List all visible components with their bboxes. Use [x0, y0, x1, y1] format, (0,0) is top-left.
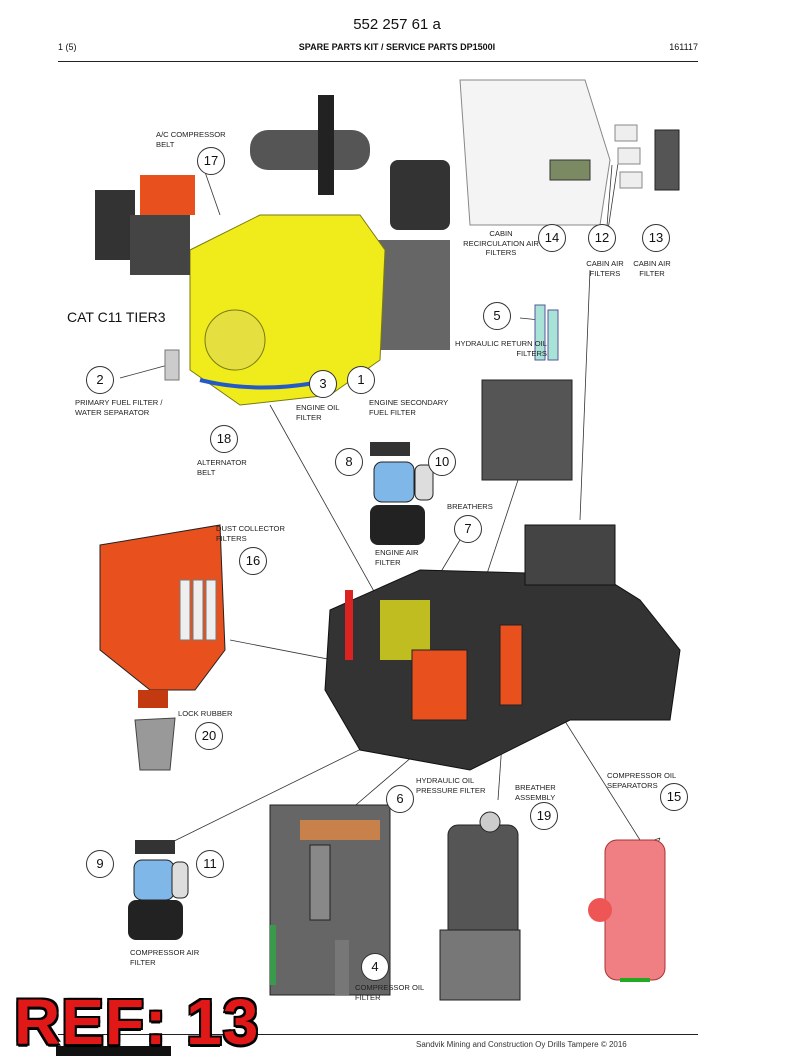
- callout-7: 7: [454, 515, 482, 543]
- cabin-drawing: [459, 79, 680, 226]
- label-hydraulic-pressure-filter: HYDRAULIC OIL PRESSURE FILTER: [416, 776, 486, 795]
- label-engine-oil-filter: ENGINE OIL FILTER: [296, 403, 340, 422]
- hydraulic-return-filters-drawing: [481, 304, 573, 481]
- compressor-air-filter-drawing: [128, 840, 189, 940]
- label-engine-secondary-fuel: ENGINE SECONDARY FUEL FILTER: [369, 398, 449, 417]
- breather-tank-drawing: [439, 811, 521, 1001]
- callout-16: 16: [239, 547, 267, 575]
- callout-9: 9: [86, 850, 114, 878]
- callout-5: 5: [483, 302, 511, 330]
- engine-drawing: [95, 95, 450, 406]
- callout-10: 10: [428, 448, 456, 476]
- label-dust-collector: DUST COLLECTOR FILTERS: [216, 524, 285, 543]
- footer-copyright: Sandvik Mining and Construction Oy Drill…: [416, 1040, 627, 1049]
- ref-stamp: REF: 13: [14, 986, 260, 1058]
- callout-17: 17: [197, 147, 225, 175]
- model-label: CAT C11 TIER3: [67, 309, 166, 325]
- label-breathers: BREATHERS: [447, 502, 493, 511]
- callout-19: 19: [530, 802, 558, 830]
- page-indicator: 1 (5): [58, 42, 77, 52]
- callout-11: 11: [196, 850, 224, 878]
- callout-20: 20: [195, 722, 223, 750]
- label-primary-fuel-filter: PRIMARY FUEL FILTER / WATER SEPARATOR: [75, 398, 163, 417]
- label-cabin-recirculation: CABIN RECIRCULATION AIR FILTERS: [463, 229, 539, 257]
- callout-2: 2: [86, 366, 114, 394]
- engine-air-filter-drawing: [370, 442, 434, 545]
- callout-6: 6: [386, 785, 414, 813]
- document-number: 552 257 61 a: [353, 16, 441, 33]
- label-engine-air-filter: ENGINE AIR FILTER: [375, 548, 419, 567]
- label-cabin-air-filter: CABIN AIR FILTER: [633, 259, 671, 278]
- page-title: SPARE PARTS KIT / SERVICE PARTS DP1500I: [298, 42, 496, 52]
- callout-1: 1: [347, 366, 375, 394]
- label-compressor-air-filter: COMPRESSOR AIR FILTER: [130, 948, 200, 967]
- label-compressor-oil-separators: COMPRESSOR OIL SEPARATORS: [607, 771, 676, 790]
- callout-3: 3: [309, 370, 337, 398]
- callout-18: 18: [210, 425, 238, 453]
- callout-8: 8: [335, 448, 363, 476]
- label-alternator-belt: ALTERNATOR BELT: [197, 458, 247, 477]
- label-cabin-air-filters: CABIN AIR FILTERS: [586, 259, 624, 278]
- dust-collector-drawing: [99, 524, 226, 708]
- sandvik-logo: [56, 1046, 171, 1056]
- footer-divider: [58, 1034, 698, 1035]
- callout-4: 4: [361, 953, 389, 981]
- header-divider: [58, 61, 698, 62]
- compressor-oil-separator-drawing: [588, 839, 666, 982]
- document-code: 161117: [669, 42, 698, 52]
- lock-rubber-drawing: [134, 717, 176, 771]
- callout-12: 12: [588, 224, 616, 252]
- label-compressor-oil-filter: COMPRESSOR OIL FILTER: [355, 983, 424, 1002]
- label-breather-assembly: BREATHER ASSEMBLY: [515, 783, 556, 802]
- callout-13: 13: [642, 224, 670, 252]
- label-ac-compressor-belt: A/C COMPRESSOR BELT: [156, 130, 226, 149]
- label-hydraulic-return: HYDRAULIC RETURN OIL FILTERS: [455, 339, 547, 358]
- label-lock-rubber: LOCK RUBBER: [178, 709, 233, 718]
- callout-14: 14: [538, 224, 566, 252]
- drill-rig-drawing: [324, 524, 681, 771]
- callout-15: 15: [660, 783, 688, 811]
